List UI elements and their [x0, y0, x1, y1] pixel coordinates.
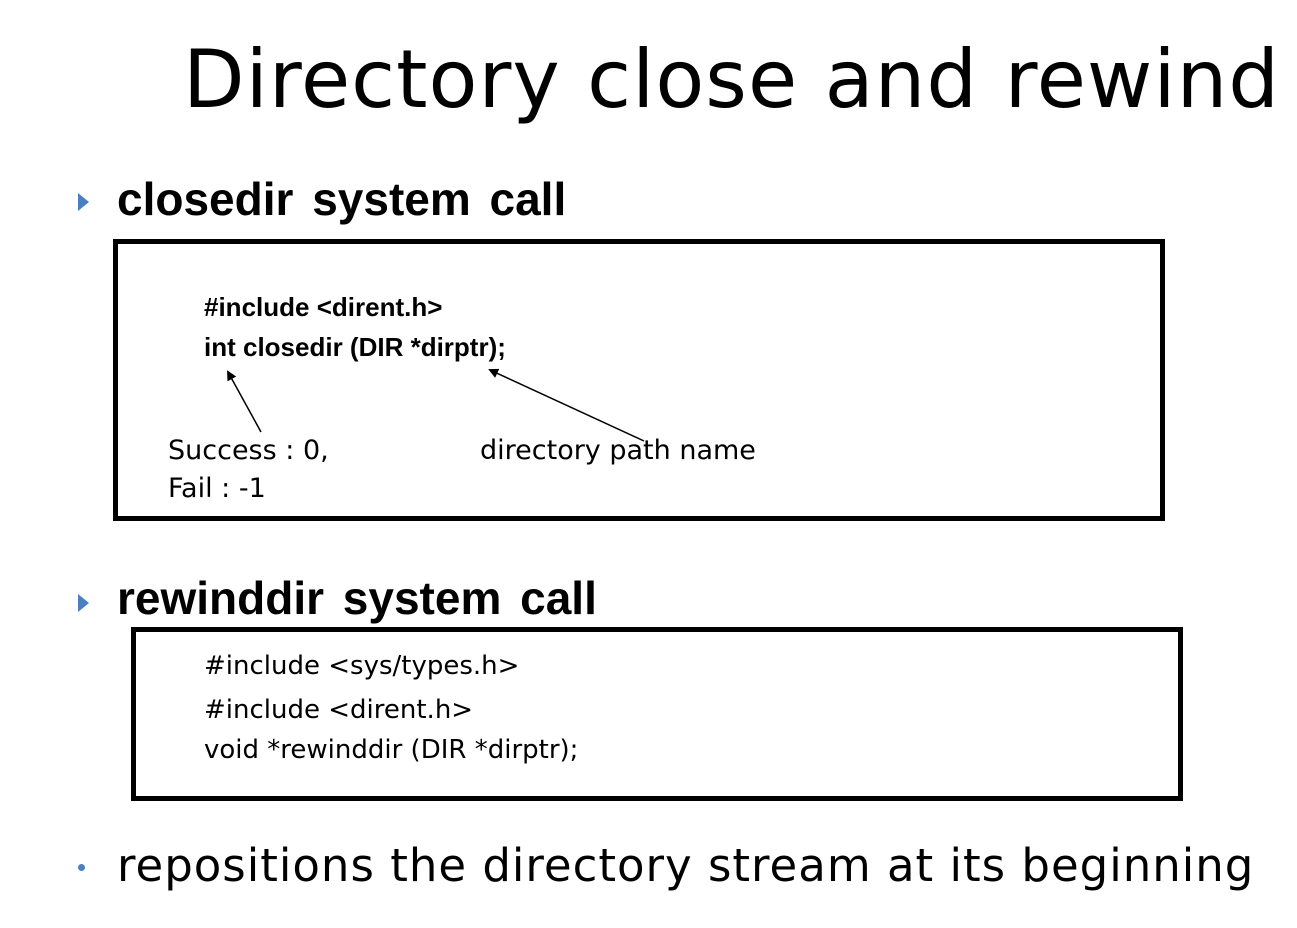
- slide-title: Directory close and rewind: [183, 33, 1281, 126]
- rewinddir-code-box: #include <sys/types.h> #include <dirent.…: [131, 627, 1183, 801]
- param-arrow: [488, 368, 645, 442]
- rewinddir-heading: rewinddir system call: [117, 572, 597, 624]
- triangle-bullet-icon: [78, 193, 89, 211]
- closedir-code-box: #include <dirent.h> int closedir (DIR *d…: [113, 239, 1165, 521]
- rewinddir-code-line-1: #include <sys/types.h>: [204, 651, 520, 681]
- triangle-bullet-icon: [78, 594, 89, 612]
- rewinddir-code-line-3: void *rewinddir (DIR *dirptr);: [204, 735, 579, 765]
- dot-bullet-icon: [78, 864, 85, 871]
- rewinddir-description: repositions the directory stream at its …: [117, 839, 1255, 892]
- return-value-note-fail: Fail : -1: [168, 473, 266, 504]
- return-value-note-success: Success : 0,: [168, 435, 329, 466]
- closedir-code-line-2: int closedir (DIR *dirptr);: [204, 332, 506, 362]
- closedir-heading: closedir system call: [117, 173, 567, 225]
- closedir-code-line-1: #include <dirent.h>: [204, 292, 443, 322]
- return-arrow: [227, 370, 262, 433]
- rewinddir-code-line-2: #include <dirent.h>: [204, 695, 474, 725]
- param-note: directory path name: [480, 435, 756, 466]
